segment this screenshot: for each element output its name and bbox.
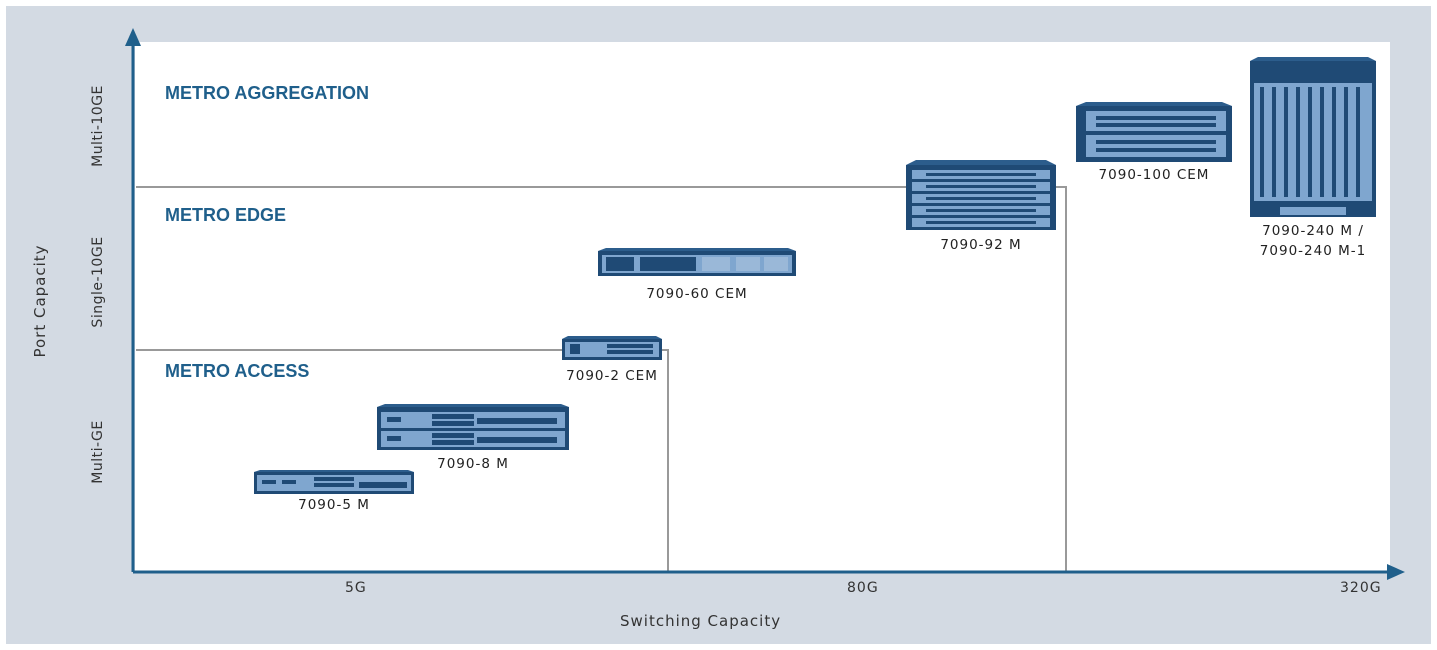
device-7090-92m-label: 7090-92 M <box>940 237 1022 253</box>
access-boundary-horizontal <box>136 349 669 351</box>
x-tick-5g: 5G <box>345 580 367 596</box>
x-tick-80g: 80G <box>847 580 879 596</box>
y-axis-label: Port Capacity <box>31 244 49 358</box>
device-7090-240m-label-line1: 7090-240 M / <box>1262 223 1364 239</box>
device-7090-8m-image <box>377 404 569 450</box>
device-7090-60cem-label: 7090-60 CEM <box>646 286 748 302</box>
device-7090-240m-label-line2: 7090-240 M-1 <box>1259 243 1367 259</box>
device-7090-2cem-label: 7090-2 CEM <box>566 368 658 384</box>
device-7090-100cem-image <box>1076 102 1232 162</box>
device-7090-5m-label: 7090-5 M <box>298 497 370 513</box>
y-tick-single-10ge: Single-10GE <box>90 236 106 328</box>
device-7090-8m-label: 7090-8 M <box>437 456 509 472</box>
device-7090-92m-image <box>906 160 1056 230</box>
edge-boundary-vertical <box>1065 186 1067 572</box>
region-metro-edge: METRO EDGE <box>165 205 287 225</box>
region-metro-access: METRO ACCESS <box>165 361 310 381</box>
y-tick-multi-10ge: Multi-10GE <box>90 85 106 167</box>
device-7090-60cem-image <box>598 248 796 276</box>
device-7090-240m-image <box>1250 57 1376 217</box>
y-tick-multi-ge: Multi-GE <box>90 420 106 484</box>
edge-boundary-horizontal <box>136 186 1067 188</box>
device-7090-5m-image <box>254 470 414 494</box>
region-metro-aggregation: METRO AGGREGATION <box>165 83 369 103</box>
x-tick-320g: 320G <box>1340 580 1382 596</box>
x-axis-arrow-icon <box>1387 564 1405 580</box>
device-7090-2cem-image <box>562 336 662 360</box>
x-axis-label: Switching Capacity <box>620 612 782 630</box>
y-axis-arrow-icon <box>125 28 141 46</box>
device-7090-100cem-label: 7090-100 CEM <box>1098 167 1210 183</box>
access-boundary-vertical <box>667 349 669 572</box>
